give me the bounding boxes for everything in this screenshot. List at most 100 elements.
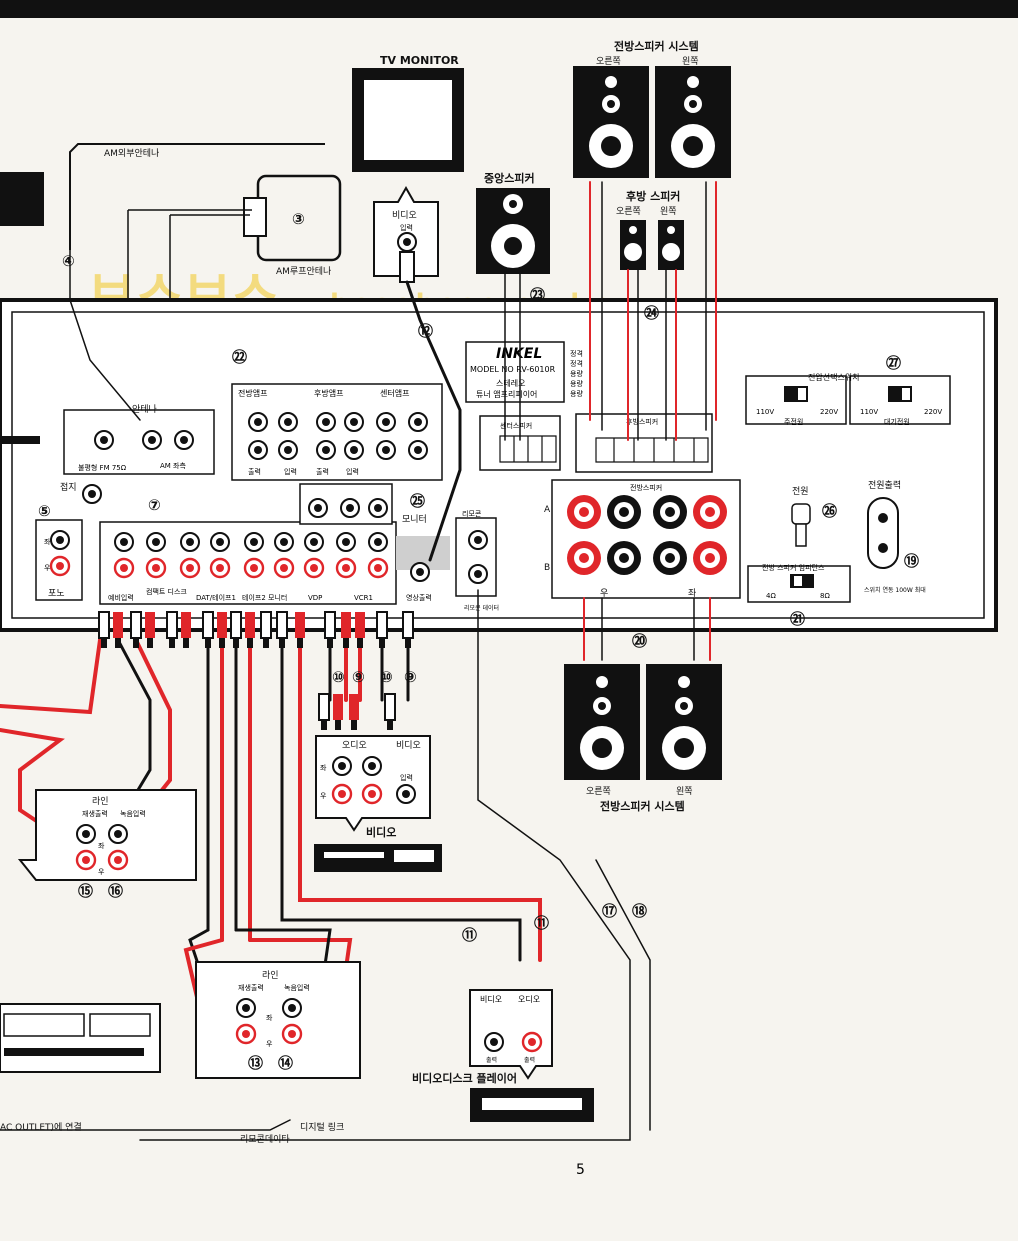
callout-25: ㉕ xyxy=(410,492,425,510)
svg-text:출력: 출력 xyxy=(524,1056,535,1064)
callout-15: ⑮ xyxy=(78,882,93,900)
callout-26: ㉖ xyxy=(822,502,837,520)
svg-text:좌: 좌 xyxy=(98,841,105,850)
page-number: 5 xyxy=(576,1162,585,1178)
svg-text:후방스피커: 후방스피커 xyxy=(626,417,658,426)
digital-link-label: 디지털 링크 xyxy=(300,1121,344,1133)
svg-text:전원: 전원 xyxy=(792,486,809,497)
svg-text:출력: 출력 xyxy=(316,467,329,476)
svg-text:AM 좌측: AM 좌측 xyxy=(160,461,186,470)
svg-text:AM루프안테나: AM루프안테나 xyxy=(276,266,331,277)
svg-text:좌: 좌 xyxy=(688,588,696,599)
svg-text:전방스피커 시스템: 전방스피커 시스템 xyxy=(614,39,699,53)
svg-text:용량: 용량 xyxy=(570,370,583,378)
svg-text:포노: 포노 xyxy=(48,588,65,599)
svg-text:녹음입력: 녹음입력 xyxy=(284,984,310,992)
callout-21: ㉑ xyxy=(790,610,805,628)
tv-video-box xyxy=(373,185,439,277)
svg-text:출력: 출력 xyxy=(486,1056,497,1064)
svg-text:왼쪽: 왼쪽 xyxy=(660,206,677,217)
svg-text:입력: 입력 xyxy=(400,224,413,232)
svg-text:튜너 앰프리피이어: 튜너 앰프리피이어 xyxy=(476,389,537,399)
remote-data-label: 리모콘데이타 xyxy=(240,1134,290,1145)
svg-text:220V: 220V xyxy=(820,408,838,416)
svg-text:스위치 연동 100W 최대: 스위치 연동 100W 최대 xyxy=(864,586,926,594)
callout-5: ⑤ xyxy=(38,502,51,520)
front-speakers-bottom: 오른쪽 왼쪽 전방스피커 시스템 xyxy=(564,664,722,813)
left-tab xyxy=(0,172,44,226)
svg-text:전원출력: 전원출력 xyxy=(868,479,901,491)
rear-speakers: 후방 스피커 오른쪽 왼쪽 xyxy=(616,189,684,270)
svg-text:오른쪽: 오른쪽 xyxy=(616,206,641,217)
vcr-deck: 오디오 비디오 좌 우 입력 비디오 xyxy=(314,735,442,872)
svg-text:왼쪽: 왼쪽 xyxy=(682,56,699,67)
svg-text:후방앰프: 후방앰프 xyxy=(314,388,343,398)
svg-text:영상출력: 영상출력 xyxy=(406,593,432,602)
svg-text:정격: 정격 xyxy=(570,349,583,358)
svg-text:비디오: 비디오 xyxy=(366,825,396,839)
brand-label: INKEL xyxy=(496,346,542,362)
svg-text:전압선택스위치: 전압선택스위치 xyxy=(808,372,860,382)
svg-text:후방 스피커: 후방 스피커 xyxy=(626,189,680,203)
svg-text:왼쪽: 왼쪽 xyxy=(676,786,693,797)
callout-12: ⑫ xyxy=(418,322,433,340)
svg-text:정격: 정격 xyxy=(570,359,583,368)
top-border xyxy=(0,0,1018,18)
callout-11b: ⑪ xyxy=(534,914,549,932)
svg-text:리모콘: 리모콘 xyxy=(462,509,482,518)
callout-13: ⑬ xyxy=(248,1054,263,1072)
callout-3: ③ xyxy=(292,210,305,228)
svg-text:모니터: 모니터 xyxy=(402,514,427,525)
tv-monitor-label: TV MONITOR xyxy=(380,54,459,67)
svg-text:오디오: 오디오 xyxy=(342,740,367,751)
svg-text:우: 우 xyxy=(600,588,608,599)
callout-23: ㉓ xyxy=(530,286,545,304)
svg-text:VCR1: VCR1 xyxy=(354,594,373,602)
svg-text:입력: 입력 xyxy=(346,468,359,476)
callout-11a: ⑪ xyxy=(462,926,477,944)
svg-text:오른쪽: 오른쪽 xyxy=(596,56,621,67)
svg-text:안테나: 안테나 xyxy=(132,404,157,415)
svg-text:좌: 좌 xyxy=(266,1013,273,1022)
center-speaker: 중앙스피커 xyxy=(476,171,550,274)
svg-text:비디오: 비디오 xyxy=(480,995,502,1004)
svg-text:비디오디스크 플레이어: 비디오디스크 플레이어 xyxy=(412,1071,517,1085)
svg-text:주전원: 주전원 xyxy=(784,417,803,426)
svg-text:재생출력: 재생출력 xyxy=(238,983,264,992)
callout-22: ㉒ xyxy=(232,348,247,366)
svg-text:예비입력: 예비입력 xyxy=(108,593,134,602)
svg-text:VDP: VDP xyxy=(308,594,322,602)
callout-14: ⑭ xyxy=(278,1054,293,1072)
svg-text:센터앰프: 센터앰프 xyxy=(380,388,409,398)
svg-text:4Ω: 4Ω xyxy=(766,592,776,600)
svg-text:대기전원: 대기전원 xyxy=(884,417,910,426)
svg-text:입력: 입력 xyxy=(400,774,413,782)
callout-16: ⑯ xyxy=(108,882,123,900)
svg-text:220V: 220V xyxy=(924,408,942,416)
svg-text:비디오: 비디오 xyxy=(392,210,417,221)
ac-outlet-note: AC OUTLET)에 연결 xyxy=(0,1122,82,1133)
svg-text:110V: 110V xyxy=(756,408,774,416)
svg-text:우: 우 xyxy=(98,868,105,876)
callout-19: ⑲ xyxy=(904,552,919,570)
svg-text:컴팩트 디스크: 컴팩트 디스크 xyxy=(146,587,187,596)
svg-text:8Ω: 8Ω xyxy=(820,592,830,600)
svg-text:리모콘 데이터: 리모콘 데이터 xyxy=(464,604,499,612)
video-disc-player: 비디오 오디오 출력 출력 비디오디스크 플레이어 xyxy=(412,989,594,1122)
svg-text:DAT/테이프1: DAT/테이프1 xyxy=(196,593,236,602)
callout-17: ⑰ xyxy=(602,902,617,920)
svg-text:MODEL NO RV-6010R: MODEL NO RV-6010R xyxy=(470,365,556,374)
svg-text:전방 스피커 임피던스: 전방 스피커 임피던스 xyxy=(762,563,825,572)
callout-9b: ⑨ xyxy=(404,668,417,686)
svg-text:우: 우 xyxy=(266,1040,273,1048)
svg-text:센터스피커: 센터스피커 xyxy=(500,421,532,430)
callout-10a: ⑩ xyxy=(332,668,345,686)
svg-text:우: 우 xyxy=(44,564,51,572)
callout-9a: ⑨ xyxy=(352,668,365,686)
svg-text:라인: 라인 xyxy=(262,970,279,981)
svg-text:오른쪽: 오른쪽 xyxy=(586,786,611,797)
callout-24: ㉔ xyxy=(644,304,659,322)
svg-text:중앙스피커: 중앙스피커 xyxy=(484,171,535,185)
svg-text:접지: 접지 xyxy=(60,481,77,493)
svg-text:출력: 출력 xyxy=(248,467,261,476)
